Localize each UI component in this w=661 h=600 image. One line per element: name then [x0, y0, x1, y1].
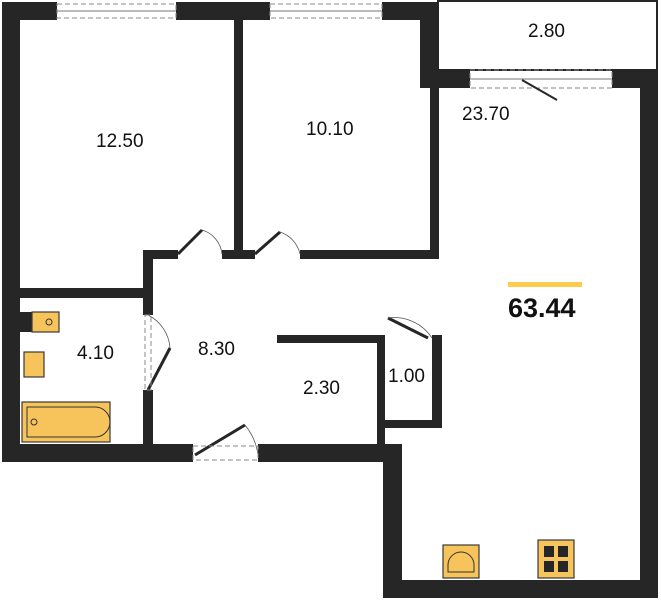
- sink-icon: [23, 351, 45, 378]
- room-area-bathroom: 4.10: [77, 343, 114, 364]
- stove-icon: [537, 539, 575, 579]
- fixtures: [20, 311, 575, 579]
- windows: [56, 3, 613, 101]
- room-area-bedroom-1: 12.50: [96, 131, 144, 152]
- total-area: 63.44: [508, 293, 576, 323]
- room-area-living-kitchen: 23.70: [462, 104, 510, 125]
- room-area-corridor: 2.30: [303, 378, 340, 399]
- room-area-hallway: 8.30: [198, 339, 235, 360]
- room-area-balcony: 2.80: [528, 21, 565, 42]
- doors: [144, 228, 433, 461]
- room-area-bedroom-2: 10.10: [306, 119, 354, 140]
- total-area-accent-bar: [508, 282, 582, 287]
- bathtub-icon: [21, 401, 111, 443]
- room-area-closet: 1.00: [388, 366, 425, 387]
